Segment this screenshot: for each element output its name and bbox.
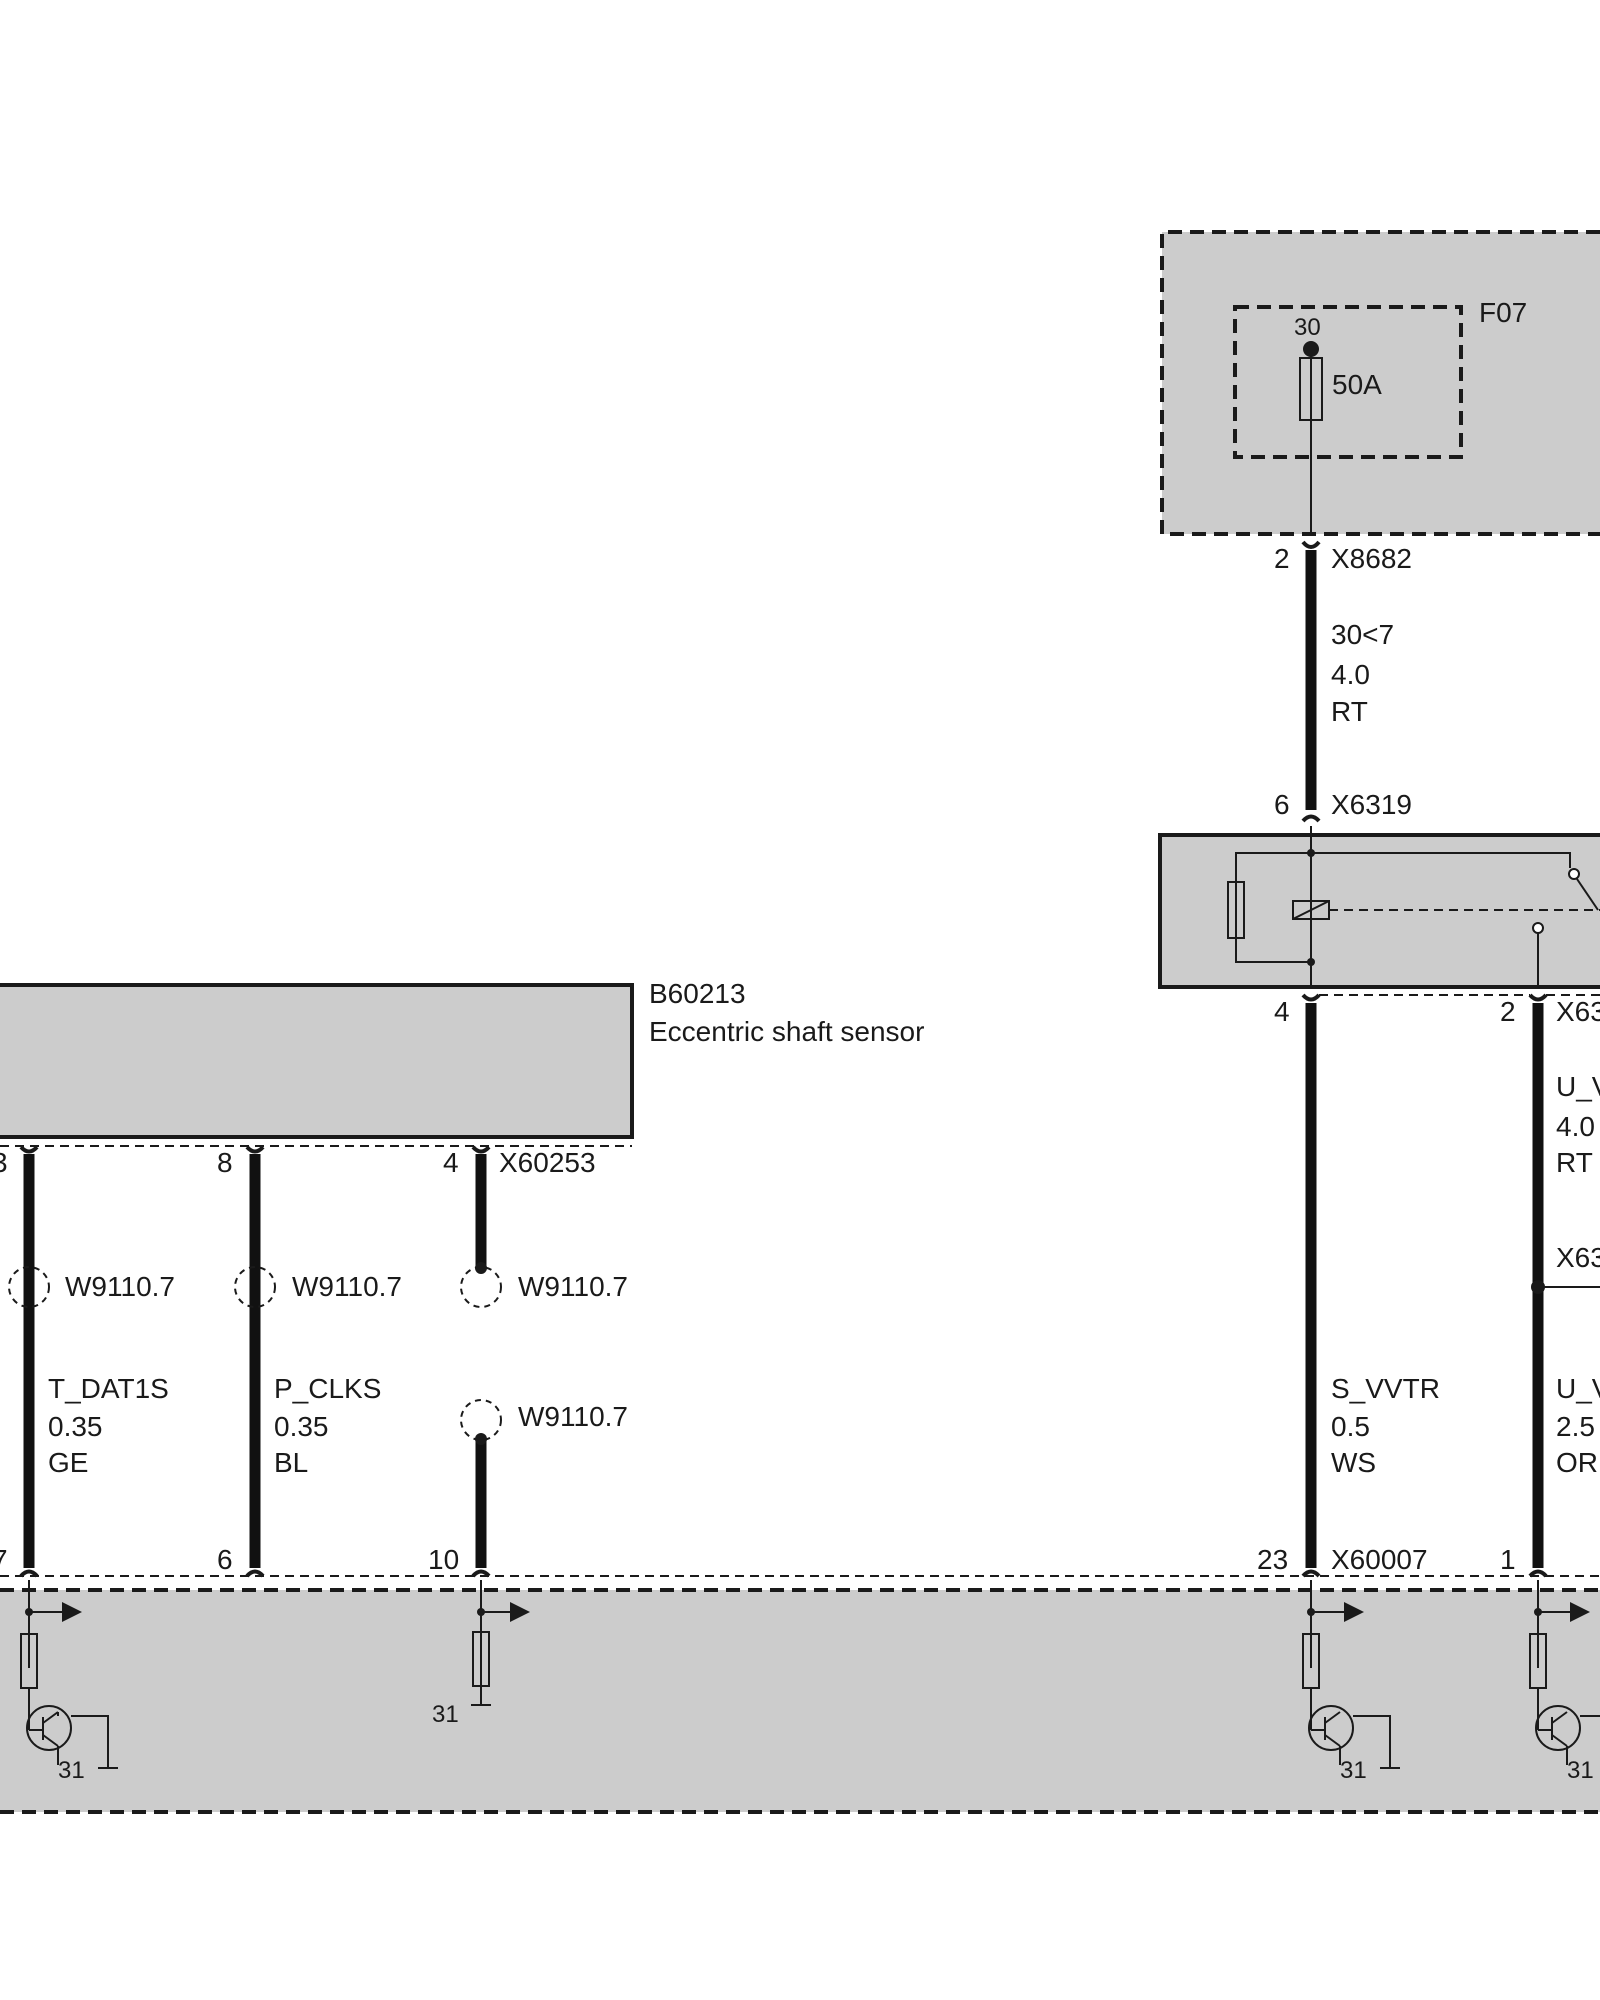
t-dat1s-signal: T_DAT1S (48, 1373, 169, 1404)
ecu-pin-7: 7 (0, 1544, 8, 1575)
sensor-pin-4: 4 (443, 1147, 459, 1178)
ecu-circuit-pin23: 31 (1302, 1580, 1400, 1784)
relay-resistor (1227, 881, 1245, 939)
ground-label: 31 (1567, 1757, 1594, 1784)
x60253-label: X60253 (499, 1147, 596, 1178)
x8682-pin: 2 (1274, 543, 1290, 574)
fuse-box-f07: F07 30 50A (1160, 230, 1600, 536)
fuse-rating: 50A (1332, 369, 1382, 400)
t-dat1s-color: GE (48, 1447, 88, 1478)
control-unit (0, 1588, 1600, 1814)
supply-wire-color: RT (1331, 696, 1368, 727)
x6319-pin: 6 (1274, 789, 1290, 820)
u-v-bottom-size: 2.5 (1556, 1411, 1595, 1442)
p-clks-color: BL (274, 1447, 308, 1478)
connector-x60007: 7 6 10 23 1 X60007 (0, 1544, 1600, 1578)
x6319-label: X6319 (1331, 789, 1412, 820)
ecu-circuit-pin1: 31 (1529, 1580, 1600, 1784)
sensor-pin-8: 8 (217, 1147, 233, 1178)
sensor-b60213: B60213 Eccentric shaft sensor (0, 978, 924, 1139)
u-v-top-size: 4.0 (1556, 1111, 1595, 1142)
s-vvtr-color: WS (1331, 1447, 1376, 1478)
ecu-pin-6: 6 (217, 1544, 233, 1575)
s-vvtr-size: 0.5 (1331, 1411, 1370, 1442)
relay-output-connectors: 4 2 X63 (1274, 993, 1600, 1027)
shield-label: W9110.7 (65, 1271, 175, 1302)
shield-icon (460, 1399, 502, 1441)
splice-label: X63 (1556, 1242, 1600, 1273)
t-dat1s-size: 0.35 (48, 1411, 103, 1442)
u-v-bottom-color: OR (1556, 1447, 1598, 1478)
connector-x8682: 2 X8682 (1274, 540, 1412, 574)
sensor-pin-3: 3 (0, 1147, 8, 1178)
connector-x6319: 6 X6319 (1274, 789, 1412, 823)
shield-icon (8, 1266, 50, 1308)
supply-wire-signal: 30<7 (1331, 619, 1394, 650)
u-v-bottom-signal: U_V (1556, 1373, 1600, 1404)
fuse-terminal-label: 30 (1294, 314, 1321, 341)
s-vvtr-signal: S_VVTR (1331, 1373, 1440, 1404)
relay-connector-label: X63 (1556, 996, 1600, 1027)
shield-label: W9110.7 (518, 1271, 628, 1302)
ground-label: 31 (432, 1701, 459, 1728)
shield-icon (234, 1266, 276, 1308)
connector-x60253: 3 8 4 X60253 (0, 1145, 632, 1178)
ecu-circuit-pin10: 31 (432, 1580, 530, 1728)
ecu-circuit-pin7: 31 (20, 1580, 118, 1784)
shield-label: W9110.7 (518, 1401, 628, 1432)
ecu-pin-1: 1 (1500, 1544, 1516, 1575)
fuse-box-label: F07 (1479, 297, 1527, 328)
x8682-label: X8682 (1331, 543, 1412, 574)
supply-wire-size: 4.0 (1331, 659, 1370, 690)
sensor-id: B60213 (649, 978, 746, 1009)
relay-box (1158, 826, 1600, 989)
ecu-pin-10: 10 (428, 1544, 459, 1575)
u-v-top-signal: U_V (1556, 1071, 1600, 1102)
ground-label: 31 (58, 1757, 85, 1784)
relay-pin-4: 4 (1274, 996, 1290, 1027)
relay-pin-2: 2 (1500, 996, 1516, 1027)
shield-markers: W9110.7 W9110.7 W9110.7 W9110.7 (8, 1262, 628, 1445)
u-v-top-color: RT (1556, 1147, 1593, 1178)
ecu-pin-23: 23 (1257, 1544, 1288, 1575)
x60007-label: X60007 (1331, 1544, 1428, 1575)
ground-label: 31 (1340, 1757, 1367, 1784)
shield-label: W9110.7 (292, 1271, 402, 1302)
p-clks-signal: P_CLKS (274, 1373, 381, 1404)
p-clks-size: 0.35 (274, 1411, 329, 1442)
fuse-symbol (1299, 357, 1323, 421)
sensor-name: Eccentric shaft sensor (649, 1016, 924, 1047)
